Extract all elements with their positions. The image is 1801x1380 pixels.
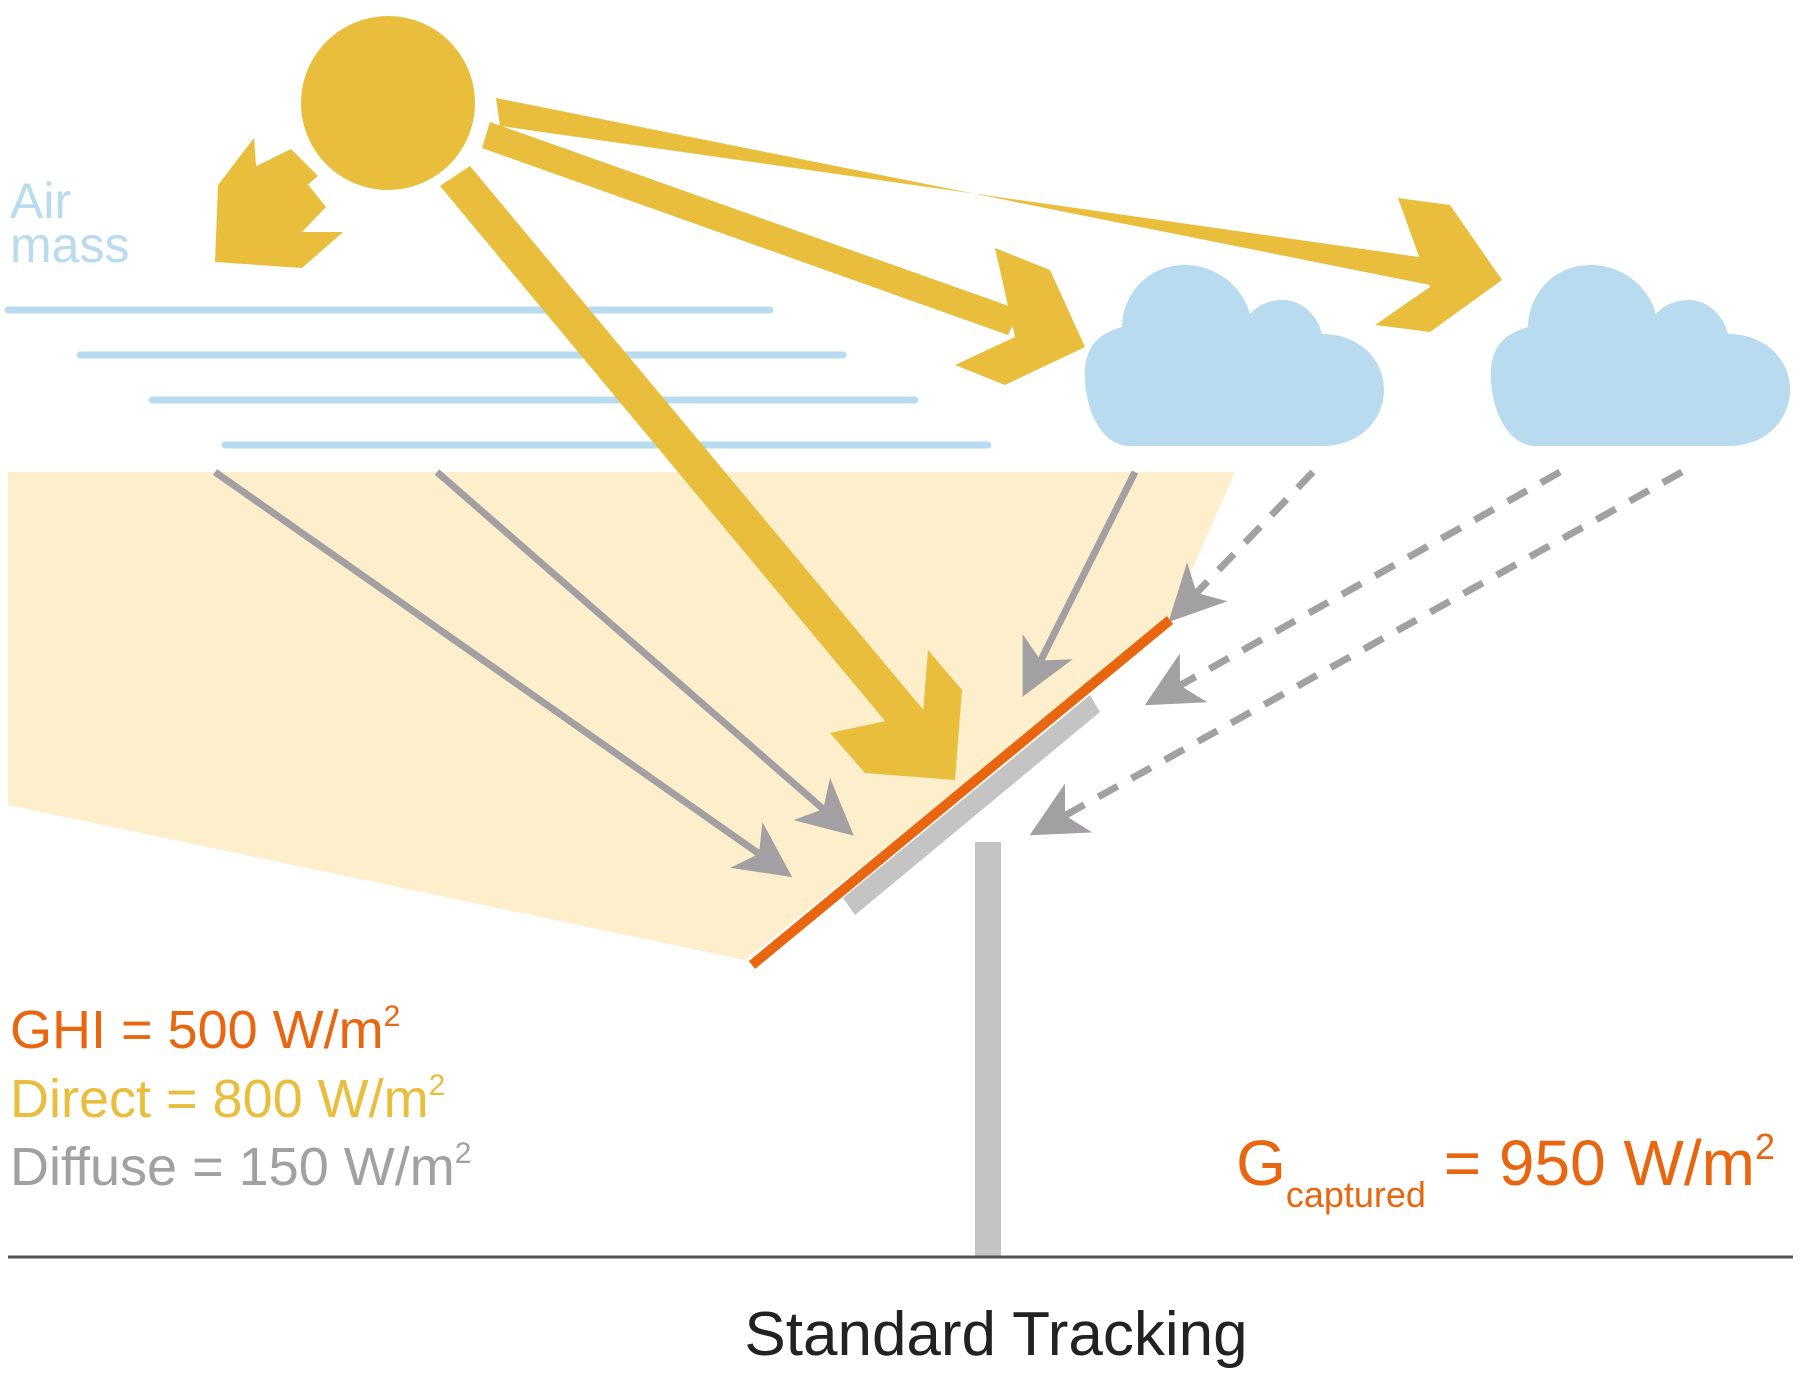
diffuse-arrows xyxy=(212,469,1139,878)
diagram-caption: Standard Tracking xyxy=(744,1300,1247,1369)
direct-rays xyxy=(215,98,1502,780)
g-exponent: 2 xyxy=(1755,1126,1775,1167)
panel-frame xyxy=(843,695,1100,915)
ray-to-cloud-2 xyxy=(496,98,1440,287)
direct-beam-zone xyxy=(8,472,1235,960)
ghi-exponent: 2 xyxy=(384,1000,401,1033)
direct-exponent: 2 xyxy=(429,1069,446,1102)
air-mass-label-line1: Air xyxy=(10,173,71,229)
solar-panel-icon xyxy=(748,616,1174,969)
g-subscript: captured xyxy=(1286,1174,1426,1215)
ray-cloud-1-arrowhead xyxy=(955,248,1085,385)
ray-direct-arrowhead xyxy=(830,650,962,780)
ghi-value: GHI = 500 W/m2 xyxy=(10,1000,400,1060)
air-mass-lines xyxy=(4,306,992,449)
diffuse-label: Diffuse = 150 W/m xyxy=(10,1137,455,1197)
direct-label: Direct = 800 W/m xyxy=(10,1069,429,1129)
cloud-icon xyxy=(1490,265,1790,446)
g-value: = 950 W/m xyxy=(1426,1127,1755,1199)
cloud-diffuse-dashed-arrows xyxy=(1029,468,1684,836)
cloud-icon xyxy=(1084,265,1384,446)
ray-to-cloud-1 xyxy=(482,122,1020,335)
ray-cloud-2-arrowhead xyxy=(1375,198,1502,332)
g-captured-value: Gcaptured = 950 W/m2 xyxy=(1236,1126,1775,1215)
direct-value: Direct = 800 W/m2 xyxy=(10,1069,445,1129)
ray-direct-to-panel xyxy=(440,166,940,745)
air-mass-label-line2: mass xyxy=(10,217,129,273)
ghi-label: GHI = 500 W/m xyxy=(10,1000,384,1060)
ray-left-arrowhead xyxy=(215,138,343,268)
g-symbol: G xyxy=(1236,1127,1286,1199)
sun-icon xyxy=(293,8,483,198)
tracker-post-icon xyxy=(975,842,1001,1257)
diffuse-exponent: 2 xyxy=(455,1137,472,1170)
diffuse-value: Diffuse = 150 W/m2 xyxy=(10,1137,471,1197)
